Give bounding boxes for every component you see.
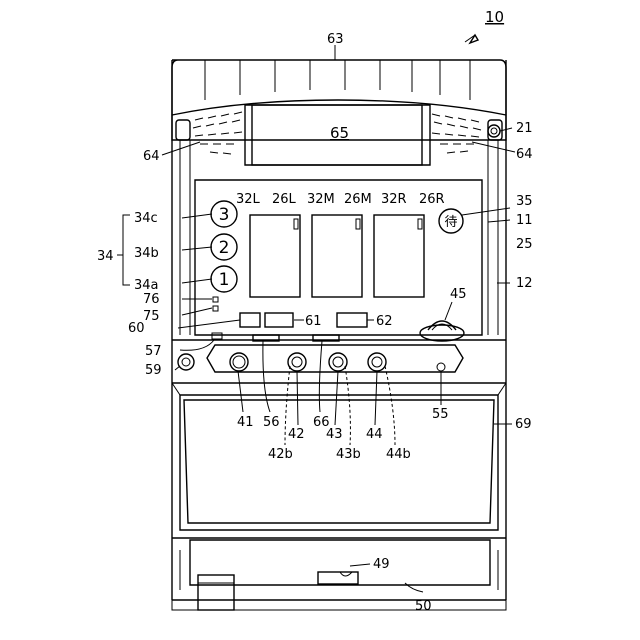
bet-lamp-2: 2 <box>211 234 237 260</box>
label-69: 69 <box>515 417 532 432</box>
control-panel <box>172 333 506 383</box>
reel-window-left <box>250 215 300 297</box>
label-50: 50 <box>415 599 432 614</box>
payout-display <box>265 313 293 327</box>
max-bet-button <box>420 321 464 341</box>
bet-lamp-2-digit: 2 <box>219 238 230 258</box>
indicator-76 <box>213 297 218 302</box>
bet-lamp-3: 3 <box>211 201 237 227</box>
label-76: 76 <box>143 292 160 307</box>
speaker-grille-left <box>193 112 242 154</box>
label-12: 12 <box>516 276 533 291</box>
label-64-left: 64 <box>143 149 160 164</box>
label-35: 35 <box>516 194 533 209</box>
label-41: 41 <box>237 415 254 430</box>
label-34a: 34a <box>134 278 159 293</box>
indicator-75 <box>213 306 218 311</box>
label-49: 49 <box>373 557 390 572</box>
label-57: 57 <box>145 344 162 359</box>
label-55: 55 <box>432 407 449 422</box>
label-62: 62 <box>376 314 393 329</box>
label-61: 61 <box>305 314 322 329</box>
key-lock <box>488 125 500 137</box>
label-figure: 10 <box>485 8 504 26</box>
label-26L: 26L <box>272 192 297 207</box>
label-42b: 42b <box>268 447 293 462</box>
label-56: 56 <box>263 415 280 430</box>
reel-window-middle <box>312 215 362 297</box>
reel-window-right <box>374 215 424 297</box>
credit-display <box>240 313 260 327</box>
label-65: 65 <box>330 124 349 142</box>
label-21: 21 <box>516 121 533 136</box>
speaker-grille-right <box>432 114 481 153</box>
label-32R: 32R <box>381 192 407 207</box>
label-32M: 32M <box>307 192 335 207</box>
label-26R: 26R <box>419 192 445 207</box>
wait-lamp: 待 <box>439 209 463 233</box>
label-34: 34 <box>97 249 114 264</box>
label-25: 25 <box>516 237 533 252</box>
counter-display <box>337 313 367 327</box>
label-44b: 44b <box>386 447 411 462</box>
label-44: 44 <box>366 427 383 442</box>
wait-lamp-glyph: 待 <box>444 215 457 230</box>
label-42: 42 <box>288 427 305 442</box>
label-43: 43 <box>326 427 343 442</box>
label-60: 60 <box>128 321 145 336</box>
label-43b: 43b <box>336 447 361 462</box>
label-34b: 34b <box>134 246 159 261</box>
bet-lamp-1-digit: 1 <box>219 270 230 290</box>
label-63: 63 <box>327 32 344 47</box>
label-34c: 34c <box>134 211 158 226</box>
coin-tray <box>172 540 506 610</box>
label-45: 45 <box>450 287 467 302</box>
label-26M: 26M <box>344 192 372 207</box>
bet-lamp-1: 1 <box>211 266 237 292</box>
figure-arrow <box>470 35 478 43</box>
label-32L: 32L <box>236 192 261 207</box>
label-75: 75 <box>143 309 160 324</box>
label-59: 59 <box>145 363 162 378</box>
label-64-right: 64 <box>516 147 533 162</box>
label-11: 11 <box>516 213 533 228</box>
bet-lamp-3-digit: 3 <box>219 205 230 225</box>
